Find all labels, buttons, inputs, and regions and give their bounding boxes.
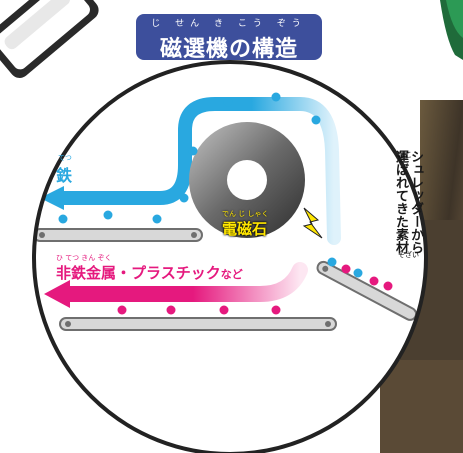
iron-ruby: てつ: [58, 154, 72, 162]
iron-arrowhead: [40, 186, 64, 210]
upper-conveyor: [34, 228, 203, 242]
nonferrous-path: [54, 262, 308, 302]
incoming-ruby-haco: はこ: [398, 151, 412, 159]
nonferrous-label-text: 非鉄金属・プラスチック: [56, 264, 221, 282]
nonferrous-ruby: ひ てつ きん ぞく: [56, 254, 112, 262]
magnet-label-text: 電磁石: [222, 220, 268, 238]
page-title: 磁選機の構造: [159, 37, 298, 62]
iron-path: [53, 97, 341, 245]
magnifier-handle: [0, 0, 99, 78]
incoming-line2: 運ばれてきた素材: [393, 150, 408, 254]
lower-conveyor: [59, 317, 337, 331]
incoming-ruby-sozai: そざい: [398, 251, 419, 259]
lens-rim: [32, 60, 428, 453]
incoming-material-label: シュレッダーから 運ばれてきた素材: [393, 150, 423, 254]
magnet-label: でん じ しゃく 電磁石: [222, 210, 268, 239]
magnet-ruby: でん じ しゃく: [222, 210, 269, 218]
background-photo: [380, 0, 463, 453]
nonferrous-arrowhead: [44, 280, 70, 308]
title-ruby: じ せん き こう ぞう: [151, 19, 307, 29]
iron-particles: [58, 92, 363, 278]
iron-label: てつ 鉄: [56, 154, 73, 186]
title-banner: じ せん き こう ぞう 磁選機の構造: [136, 14, 322, 62]
nonferrous-particles: [117, 264, 393, 315]
lightning-icon: [302, 207, 323, 239]
nonferrous-suffix: など: [220, 268, 243, 281]
incoming-line1: シュレッダーから: [408, 150, 423, 254]
iron-label-text: 鉄: [56, 166, 73, 185]
electromagnet-drum: [189, 122, 305, 238]
nonferrous-label: ひ てつ きん ぞく 非鉄金属・プラスチックなど: [56, 254, 243, 283]
